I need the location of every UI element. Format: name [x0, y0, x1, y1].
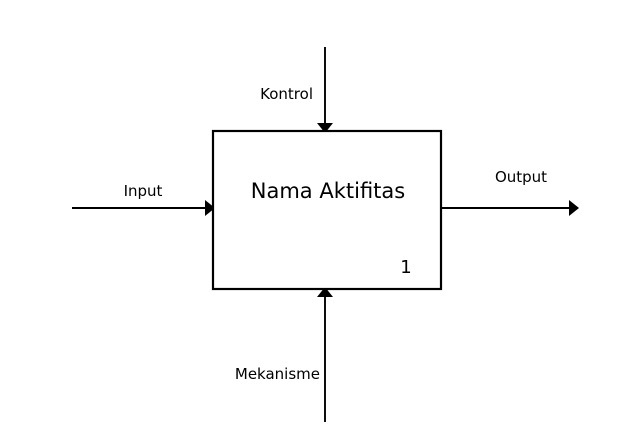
input-arrowhead-icon	[205, 200, 215, 216]
input-label: Input	[124, 182, 163, 200]
control-arrow[interactable]	[317, 47, 333, 133]
activity-number-label: 1	[400, 257, 411, 278]
control-label: Kontrol	[260, 85, 313, 103]
mechanism-arrow[interactable]	[317, 287, 333, 422]
control-arrowhead-icon	[317, 123, 333, 133]
input-arrow[interactable]	[72, 200, 215, 216]
output-arrow[interactable]	[441, 200, 579, 216]
output-label: Output	[495, 168, 547, 186]
activity-box[interactable]	[211, 129, 443, 291]
mechanism-label: Mekanisme	[235, 365, 320, 383]
mechanism-arrowhead-icon	[317, 287, 333, 297]
output-arrowhead-icon	[569, 200, 579, 216]
activity-name-label: Nama Aktifitas	[251, 179, 405, 203]
